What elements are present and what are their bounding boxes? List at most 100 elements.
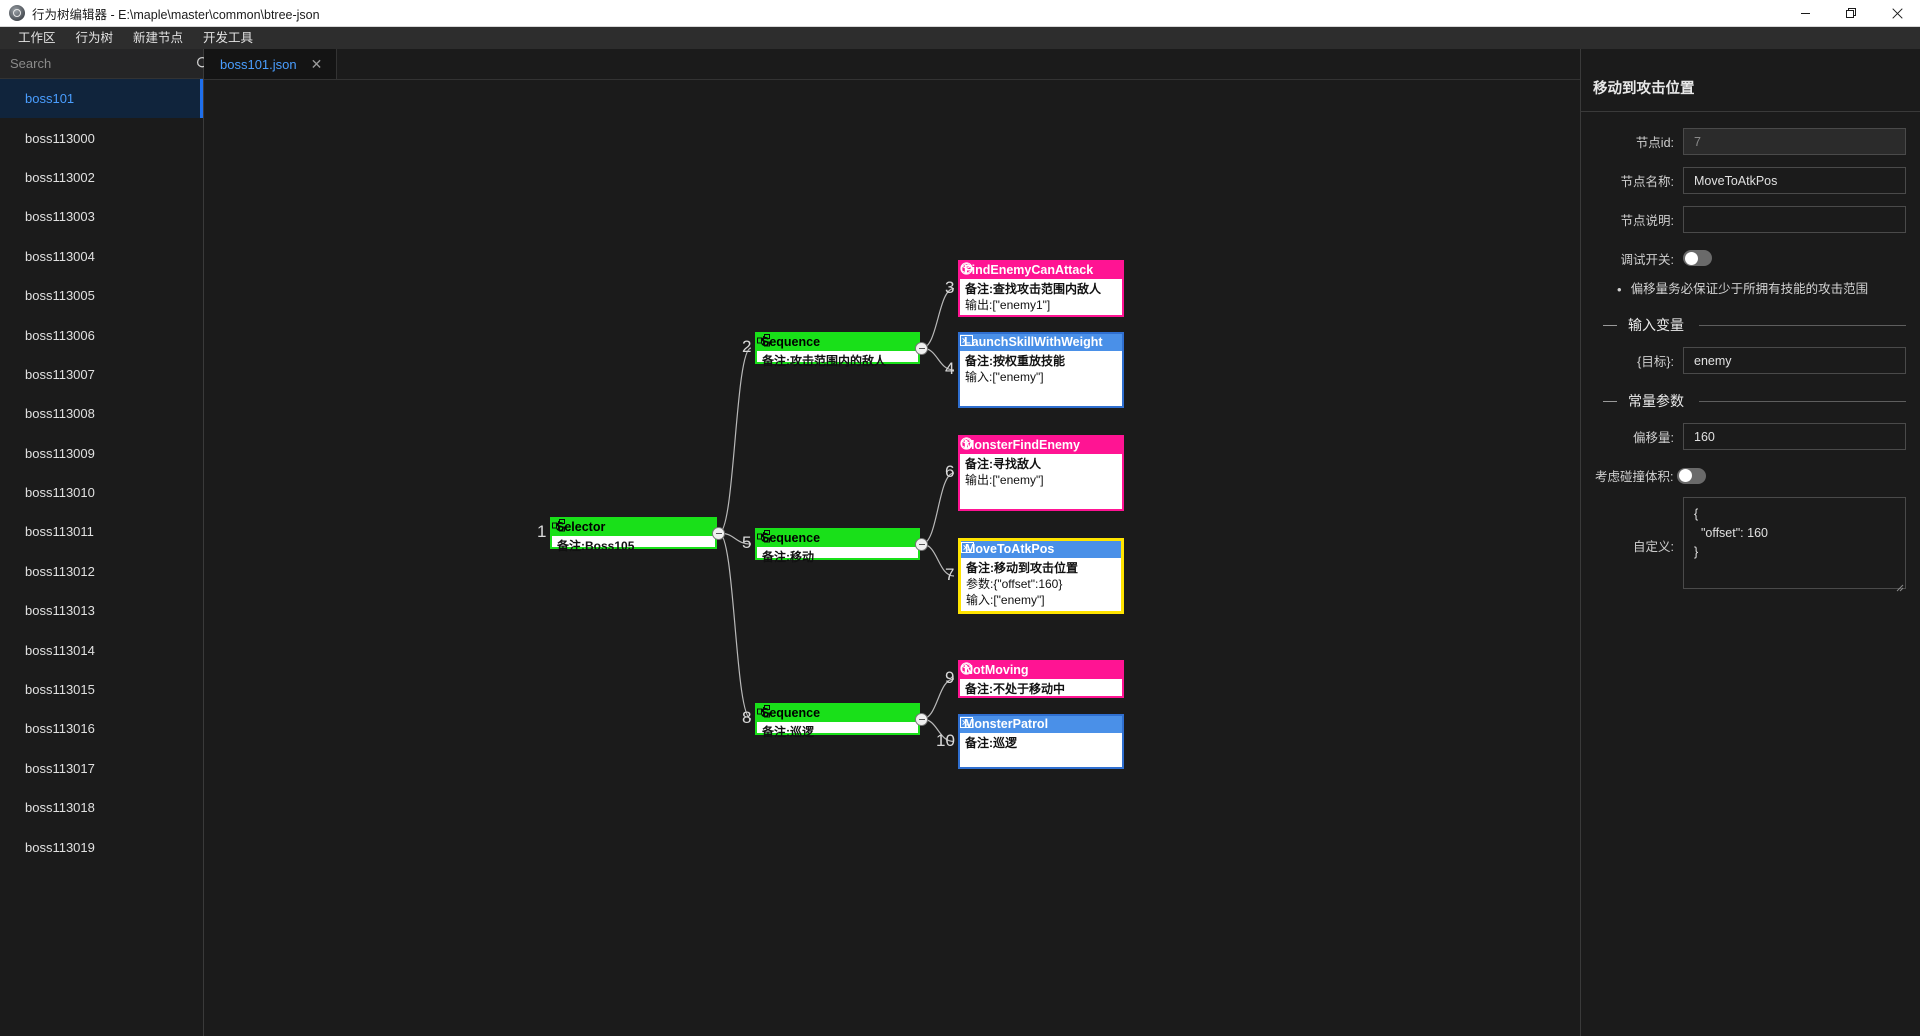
menu-item-workspace[interactable]: 工作区 xyxy=(18,31,56,45)
restore-icon[interactable] xyxy=(1828,0,1874,27)
node-detail-line: 备注:巡逻 xyxy=(762,725,814,739)
menu-bar: 工作区 行为树 新建节点 开发工具 xyxy=(0,27,1920,49)
section-input-variables[interactable]: 输入变量 xyxy=(1603,315,1906,335)
section-divider xyxy=(1699,400,1906,402)
node-detail-line: 备注:移动到攻击位置 xyxy=(966,561,1078,575)
sidebar-item-boss113008[interactable]: boss113008 xyxy=(0,394,203,433)
bullet-icon: • xyxy=(1617,282,1622,297)
custom-json-textarea[interactable]: { "offset": 160 } xyxy=(1683,497,1906,589)
node-body: 备注:巡逻 xyxy=(757,722,918,743)
graph-node-Selector[interactable]: Selector 备注:Boss105 xyxy=(550,517,717,553)
sidebar-item-boss113002[interactable]: boss113002 xyxy=(0,158,203,197)
section-const-title: 常量参数 xyxy=(1628,393,1684,409)
minimize-icon[interactable] xyxy=(1782,0,1828,27)
node-detail-line: 备注:移动 xyxy=(762,550,814,564)
tab-close-icon[interactable]: ✕ xyxy=(310,56,323,72)
sidebar-item-boss113011[interactable]: boss113011 xyxy=(0,512,203,551)
node-collapse-toggle[interactable] xyxy=(915,342,928,355)
node-id-input[interactable] xyxy=(1683,128,1906,155)
sidebar-item-boss113000[interactable]: boss113000 xyxy=(0,118,203,157)
node-detail-line: 备注:攻击范围内的敌人 xyxy=(762,354,886,368)
node-name-input[interactable] xyxy=(1683,167,1906,194)
sidebar-item-boss113014[interactable]: boss113014 xyxy=(0,630,203,669)
node-type-label: Selector xyxy=(556,520,606,534)
node-index-label: 1 xyxy=(537,522,547,541)
sidebar-item-label: boss113011 xyxy=(25,524,94,540)
node-detail-line: 输出:["enemy"] xyxy=(965,473,1044,487)
offset-label: 偏移量: xyxy=(1633,431,1674,445)
field-input-target: {目标}: xyxy=(1595,347,1906,374)
node-detail-line: 备注:巡逻 xyxy=(965,736,1017,750)
resize-grip-icon[interactable] xyxy=(1895,583,1904,592)
sidebar-item-label: boss113014 xyxy=(25,642,95,658)
graph-node-MonsterFindEnemy[interactable]: MonsterFindEnemy 备注:寻找敌人输出:["enemy"] xyxy=(958,435,1124,511)
field-node-name: 节点名称: xyxy=(1595,167,1906,194)
node-index-label: 5 xyxy=(742,533,752,552)
node-detail-line: 输入:["enemy"] xyxy=(965,370,1044,384)
node-type-label: MoveToAtkPos xyxy=(965,542,1055,556)
sidebar-item-boss113003[interactable]: boss113003 xyxy=(0,197,203,236)
node-name-label: 节点名称: xyxy=(1620,175,1674,189)
node-detail-line: 输出:["enemy1"] xyxy=(965,298,1051,312)
sidebar-item-label: boss101 xyxy=(25,91,75,107)
node-detail-line: 输入:["enemy"] xyxy=(966,593,1045,607)
tab-boss101-json[interactable]: boss101.json ✕ xyxy=(204,49,338,79)
menu-item-new-node[interactable]: 新建节点 xyxy=(133,31,184,45)
sidebar-item-boss113005[interactable]: boss113005 xyxy=(0,276,203,315)
input-target-input[interactable] xyxy=(1683,347,1906,374)
sidebar-item-boss113019[interactable]: boss113019 xyxy=(0,827,203,866)
sidebar-item-boss113013[interactable]: boss113013 xyxy=(0,591,203,630)
collision-switch-label: 考虑碰撞体积: xyxy=(1595,470,1674,484)
node-detail-line: 备注:不处于移动中 xyxy=(965,682,1065,696)
sidebar-item-label: boss113013 xyxy=(25,603,95,619)
node-detail-line: 备注:寻找敌人 xyxy=(965,457,1041,471)
search-input[interactable] xyxy=(0,56,196,71)
node-detail-line: 备注:Boss105 xyxy=(557,539,635,553)
sidebar-item-boss113007[interactable]: boss113007 xyxy=(0,355,203,394)
sidebar-item-boss113009[interactable]: boss113009 xyxy=(0,434,203,473)
field-debug-switch: 调试开关: xyxy=(1595,249,1906,268)
menu-item-behavior-tree[interactable]: 行为树 xyxy=(75,31,114,45)
debug-switch-toggle[interactable] xyxy=(1683,250,1712,267)
sidebar-item-boss101[interactable]: boss101 xyxy=(0,79,203,119)
node-collapse-toggle[interactable] xyxy=(915,538,928,551)
section-const-params[interactable]: 常量参数 xyxy=(1603,391,1906,411)
node-collapse-toggle[interactable] xyxy=(915,713,928,726)
node-index-label: 7 xyxy=(945,565,955,584)
node-index-label: 2 xyxy=(742,337,752,356)
offset-input[interactable] xyxy=(1683,423,1906,450)
sidebar-item-boss113004[interactable]: boss113004 xyxy=(0,237,203,276)
node-header: MonsterFindEnemy xyxy=(960,437,1122,454)
collision-switch-toggle[interactable] xyxy=(1677,467,1707,484)
sidebar-item-boss113012[interactable]: boss113012 xyxy=(0,552,203,591)
sidebar-item-boss113010[interactable]: boss113010 xyxy=(0,473,203,512)
note-text: 偏移量务必保证少于所拥有技能的攻击范围 xyxy=(1630,282,1869,296)
node-collapse-toggle[interactable] xyxy=(712,527,725,540)
sidebar-item-boss113015[interactable]: boss113015 xyxy=(0,670,203,709)
minus-icon[interactable] xyxy=(1603,324,1617,326)
sidebar-item-boss113017[interactable]: boss113017 xyxy=(0,749,203,788)
sidebar-item-label: boss113004 xyxy=(25,248,95,264)
sidebar-item-boss113016[interactable]: boss113016 xyxy=(0,709,203,748)
sidebar-item-boss113018[interactable]: boss113018 xyxy=(0,788,203,827)
node-index-label: 9 xyxy=(945,668,955,687)
node-desc-input[interactable] xyxy=(1683,206,1906,233)
sidebar-item-label: boss113003 xyxy=(25,209,95,225)
sidebar-item-boss113006[interactable]: boss113006 xyxy=(0,315,203,354)
menu-item-dev-tools[interactable]: 开发工具 xyxy=(203,31,254,45)
tab-bar: boss101.json ✕ xyxy=(204,49,1580,80)
minus-icon[interactable] xyxy=(1603,400,1617,402)
close-icon[interactable] xyxy=(1874,0,1920,27)
